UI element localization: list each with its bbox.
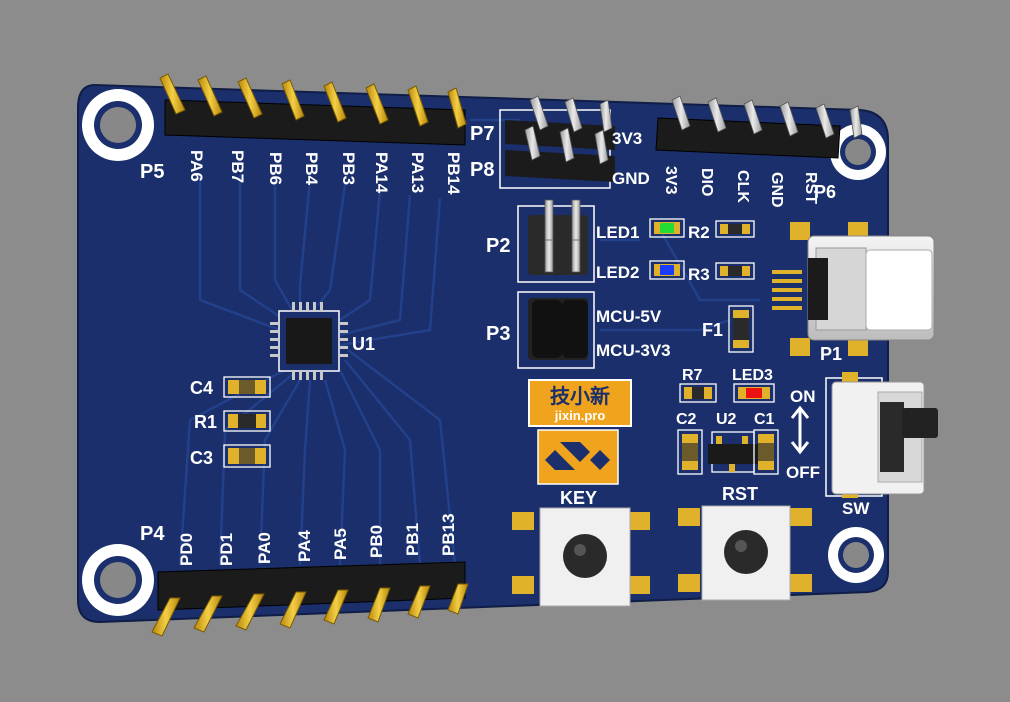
on-off-arrow (790, 405, 810, 455)
p6-pin-label: 3V3 (662, 166, 679, 195)
p4-pin-label: PA4 (295, 530, 314, 562)
label-r7: R7 (682, 367, 703, 384)
passive-c3 (223, 444, 271, 468)
header-p7-p8 (499, 95, 615, 189)
label-p5: P5 (140, 161, 164, 183)
logo-cn-text: 技小新 (550, 384, 610, 408)
label-led2: LED2 (596, 263, 639, 282)
label-f1: F1 (702, 320, 723, 340)
jumper-p3 (517, 291, 595, 369)
p6-pin-label: RST (802, 172, 819, 204)
brand-logo (528, 379, 632, 485)
p6-pin-label: CLK (734, 170, 751, 203)
resistor-r7 (679, 383, 717, 403)
header-p4 (151, 561, 469, 637)
p5-pin-label: PB3 (339, 152, 358, 185)
label-p7: P7 (470, 123, 494, 145)
p4-pin-label: PA5 (331, 528, 350, 560)
p5-pin-labels: PA6 PB7 PB6 PB4 PB3 PA14 PA13 PB14 (187, 150, 463, 195)
label-r2: R2 (688, 223, 710, 242)
label-r3: R3 (688, 265, 710, 284)
label-c2: C2 (676, 411, 697, 428)
resistor-r3 (715, 262, 755, 280)
header-p5 (159, 73, 467, 146)
p6-pin-label: DIO (698, 168, 715, 196)
usb-connector-p1 (772, 222, 935, 356)
label-p3: P3 (486, 323, 510, 345)
label-u1: U1 (352, 334, 375, 354)
label-gnd: GND (612, 169, 650, 188)
label-p2: P2 (486, 235, 510, 257)
fuse-f1 (728, 305, 754, 353)
capacitor-c1 (753, 429, 779, 475)
pcb-board (77, 83, 889, 624)
p6-pin-labels: 3V3 DIO CLK GND RST (662, 166, 819, 208)
jumper-p2 (517, 199, 595, 283)
label-p1: P1 (820, 344, 842, 364)
resistor-r2 (715, 220, 755, 238)
label-key: KEY (560, 488, 597, 508)
label-p4: P4 (140, 523, 165, 545)
p5-pin-label: PB7 (228, 150, 247, 183)
led2 (649, 260, 685, 280)
p5-pin-label: PB6 (266, 152, 285, 185)
passive-r1 (223, 410, 271, 432)
p5-pin-label: PB14 (444, 152, 463, 195)
label-switch-off: OFF (786, 463, 820, 482)
label-switch-on: ON (790, 387, 816, 406)
p5-pin-label: PA14 (372, 152, 391, 194)
p5-pin-label: PA6 (187, 150, 206, 182)
regulator-u2 (708, 431, 758, 473)
label-r1: R1 (194, 412, 217, 432)
label-rst: RST (722, 484, 758, 504)
p4-pin-label: PB0 (367, 525, 386, 558)
p6-pin-label: GND (768, 172, 785, 208)
p4-pin-label: PB1 (403, 523, 422, 556)
passive-c4 (223, 376, 271, 398)
p4-pin-label: PA0 (255, 532, 274, 564)
label-3v3: 3V3 (612, 129, 642, 148)
chip-u1 (270, 302, 348, 380)
label-u2: U2 (716, 411, 737, 428)
label-p6: P6 (814, 182, 836, 202)
label-sw: SW (842, 499, 870, 518)
led1 (649, 218, 685, 238)
label-led3: LED3 (732, 367, 773, 384)
p5-pin-label: PA13 (408, 152, 427, 193)
p4-pin-label: PB13 (439, 513, 458, 556)
label-mcu-5v: MCU-5V (596, 307, 662, 326)
label-p8: P8 (470, 159, 494, 181)
mounting-holes (82, 89, 886, 616)
button-key (512, 507, 650, 607)
capacitor-c2 (677, 429, 703, 475)
p5-pin-label: PB4 (302, 152, 321, 186)
label-c4: C4 (190, 378, 213, 398)
p4-pin-labels: PD0 PD1 PA0 PA4 PA5 PB0 PB1 PB13 (177, 513, 458, 566)
label-mcu-3v3: MCU-3V3 (596, 341, 671, 360)
header-p6 (655, 95, 863, 159)
slide-switch (825, 372, 938, 498)
label-led1: LED1 (596, 223, 639, 242)
button-rst (678, 505, 812, 601)
p4-pin-label: PD0 (177, 533, 196, 566)
led3 (733, 383, 775, 403)
p4-pin-label: PD1 (217, 533, 236, 566)
label-c3: C3 (190, 448, 213, 468)
label-c1: C1 (754, 411, 775, 428)
logo-domain-text: jixin.pro (554, 408, 606, 423)
